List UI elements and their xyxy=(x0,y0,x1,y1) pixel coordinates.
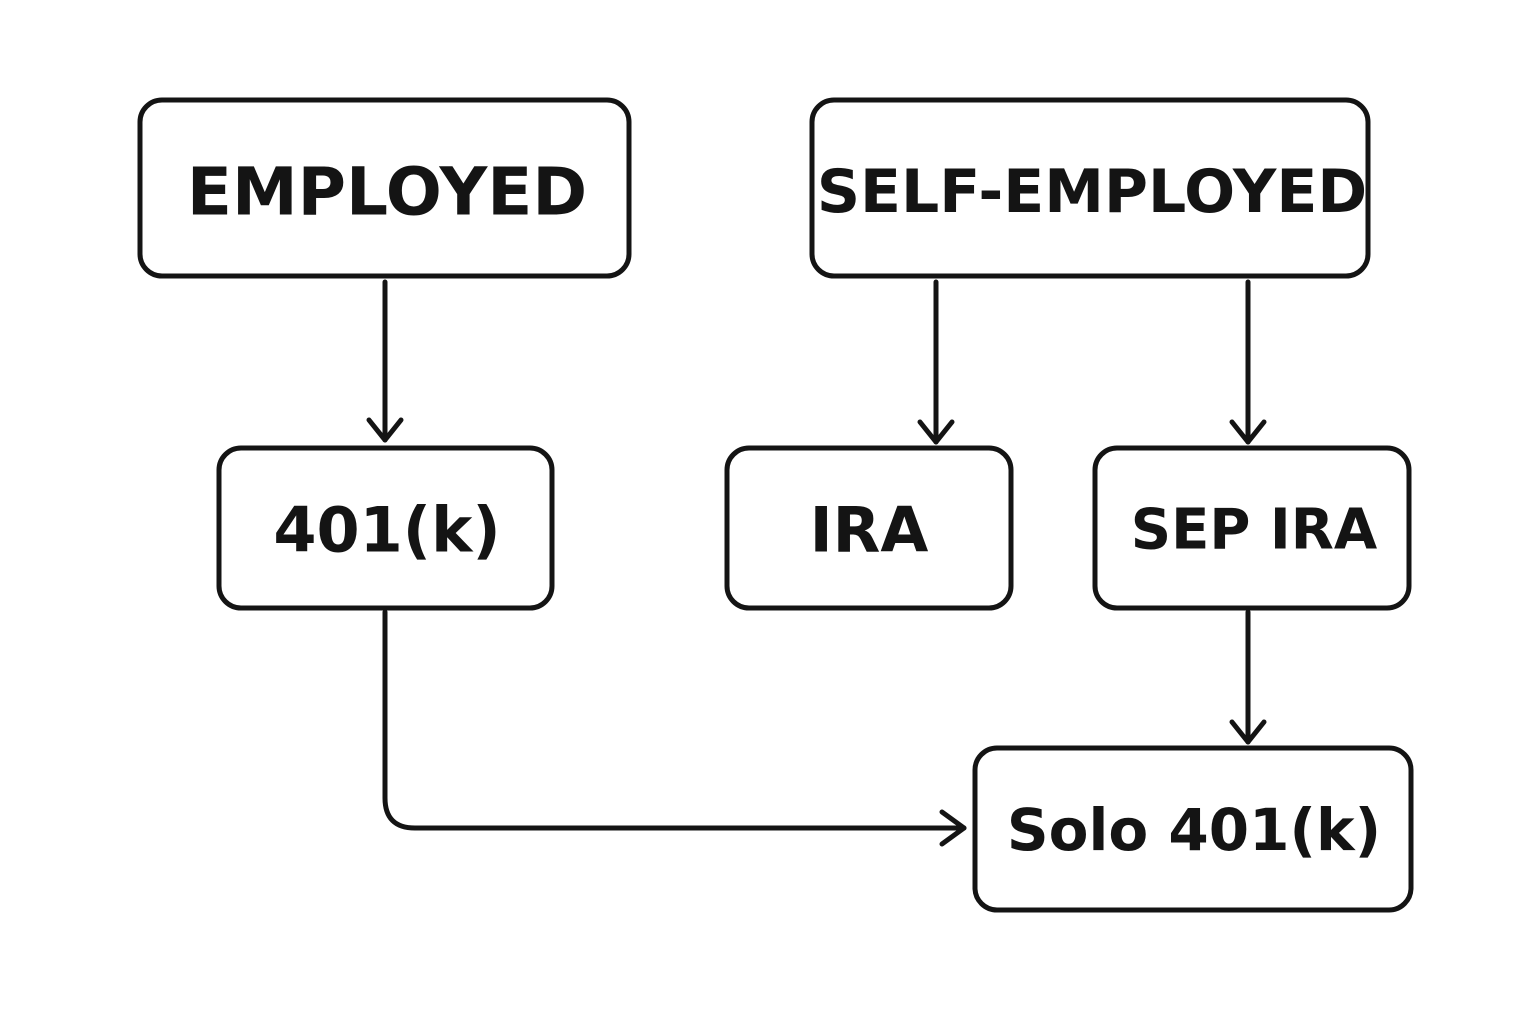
node-employed-label: EMPLOYED xyxy=(187,154,587,231)
node-self-employed: SELF-EMPLOYED xyxy=(809,97,1371,279)
node-ira: IRA xyxy=(724,445,1014,611)
node-solo-401k: Solo 401(k) xyxy=(972,745,1414,913)
node-self-employed-label: SELF-EMPLOYED xyxy=(817,157,1367,227)
node-401k: 401(k) xyxy=(216,445,555,611)
node-employed: EMPLOYED xyxy=(137,97,632,279)
node-ira-label: IRA xyxy=(810,494,929,567)
edge-self-employed-to-sep-ira xyxy=(1229,279,1267,445)
node-sep-ira-label: SEP IRA xyxy=(1131,498,1378,563)
node-401k-label: 401(k) xyxy=(273,494,500,567)
edge-employed-to-401k xyxy=(366,279,404,443)
edge-401k-to-solo-401k xyxy=(382,609,967,847)
node-sep-ira: SEP IRA xyxy=(1092,445,1412,611)
edge-self-employed-to-ira xyxy=(917,279,955,445)
node-solo-401k-label: Solo 401(k) xyxy=(1007,796,1381,864)
edge-sep-ira-to-solo-401k xyxy=(1229,609,1267,745)
